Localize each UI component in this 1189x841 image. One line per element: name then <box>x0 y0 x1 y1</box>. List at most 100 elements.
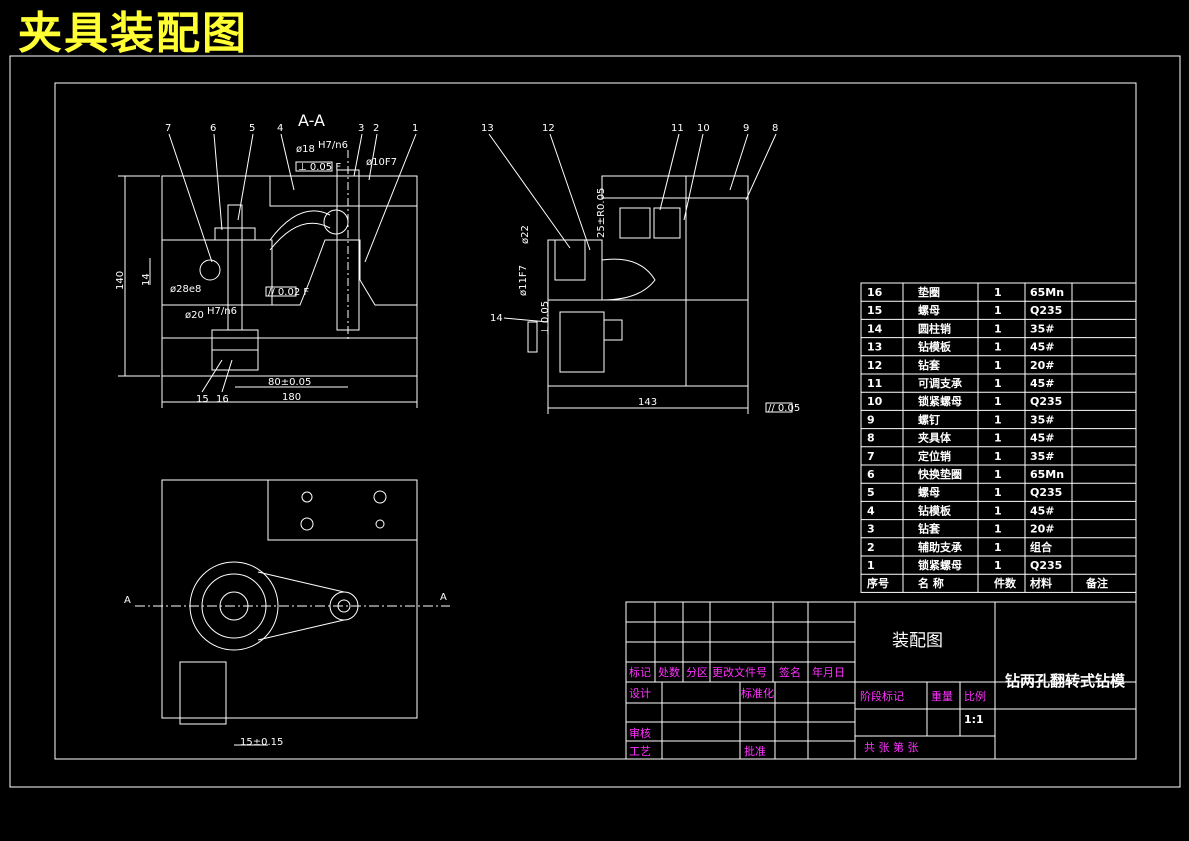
tb-stage: 阶段标记 <box>860 689 904 703</box>
svg-text:11: 11 <box>671 123 684 134</box>
parts-cell: 45# <box>1030 377 1055 390</box>
parts-cell: 1 <box>994 468 1002 481</box>
parts-cell: 组合 <box>1030 540 1053 554</box>
parts-cell: 4 <box>867 504 875 517</box>
parts-cell: 螺母 <box>918 485 940 499</box>
parts-cell: Q235 <box>1030 486 1062 499</box>
parts-cell: 快换垫圈 <box>917 467 962 481</box>
parts-cell: 65Mn <box>1030 468 1064 481</box>
parts-cell: 1 <box>994 413 1002 426</box>
parts-cell: 辅助支承 <box>918 540 963 554</box>
parts-cell: 钻模板 <box>918 340 952 354</box>
tb-sheets: 共 张 第 张 <box>864 740 919 754</box>
parts-cell: Q235 <box>1030 395 1062 408</box>
parts-cell: 12 <box>867 359 882 372</box>
parts-cell: 1 <box>994 377 1002 390</box>
balloons-mid: 13 12 11 10 9 8 14 <box>481 123 778 324</box>
parts-cell: 1 <box>994 450 1002 463</box>
tol-box-4: ⊥ 0.05 <box>540 301 551 335</box>
dim-140: 140 <box>115 271 126 290</box>
parts-cell: 螺钉 <box>918 412 940 426</box>
tb-scale-label: 比例 <box>964 689 986 703</box>
parts-cell: 1 <box>994 341 1002 354</box>
svg-text:7: 7 <box>165 123 171 134</box>
svg-text:4: 4 <box>277 123 283 134</box>
parts-cell: 9 <box>867 413 875 426</box>
title-block: 标记 处数 分区 更改文件号 签名 年月日 设计 标准化 审核 工艺 批准 装配… <box>625 601 1137 760</box>
svg-text:14: 14 <box>490 313 503 324</box>
parts-cell: 8 <box>867 432 875 445</box>
parts-cell: 14 <box>867 322 883 335</box>
dim-d10: ø10F7 <box>366 157 397 168</box>
parts-cell: 1 <box>994 504 1002 517</box>
parts-cell: 1 <box>994 286 1002 299</box>
dim-d22: ø22 <box>520 225 531 244</box>
parts-cell: 锁紧螺母 <box>918 558 962 572</box>
tol-box-2: // 0.02 F <box>268 287 309 298</box>
parts-cell: 15 <box>867 304 882 317</box>
tb-design: 设计 <box>629 687 651 700</box>
balloons-left: 7 6 5 4 3 2 1 15 16 <box>165 123 418 405</box>
parts-cell: 1 <box>994 486 1002 499</box>
dim-d20: ø20 <box>185 310 204 321</box>
parts-cell: 1 <box>994 559 1002 572</box>
section-marker-right: A <box>440 592 447 603</box>
svg-text:8: 8 <box>772 123 778 134</box>
tb-approve: 批准 <box>744 744 766 758</box>
parts-cell: Q235 <box>1030 304 1062 317</box>
parts-cell: Q235 <box>1030 559 1062 572</box>
parts-cell: 1 <box>994 359 1002 372</box>
parts-cell: 1 <box>994 523 1002 536</box>
parts-cell: 可调支承 <box>918 376 963 390</box>
parts-cell: 10 <box>867 395 883 408</box>
tb-check: 审核 <box>629 726 651 740</box>
parts-cell: 1 <box>994 395 1002 408</box>
rev-h0: 标记 <box>629 665 651 679</box>
tb-weight: 重量 <box>931 689 953 703</box>
dim-d28: ø28e8 <box>170 284 201 295</box>
parts-cell: 45# <box>1030 504 1055 517</box>
parts-cell: 5 <box>867 486 875 499</box>
dim-d18-fit: H7/n6 <box>318 140 348 151</box>
svg-text:1: 1 <box>412 123 418 134</box>
dim-d18: ø18 <box>296 144 315 155</box>
side-view: 143 // 0.05 ø22 ø11F7 25±R0.05 ⊥ 0.05 13… <box>481 123 800 414</box>
section-view-a-a: A-A 140 14 180 80±0.05 ø18 H7/n <box>115 111 418 408</box>
parts-cell: 20# <box>1030 359 1055 372</box>
parts-cell: 1 <box>994 541 1002 554</box>
parts-cell: 夹具体 <box>918 431 952 445</box>
parts-cell: 钻模板 <box>918 503 952 517</box>
parts-cell: 45# <box>1030 432 1055 445</box>
parts-cell: 1 <box>994 304 1002 317</box>
svg-text:10: 10 <box>697 123 710 134</box>
parts-cell: 7 <box>867 450 875 463</box>
tb-drawing-name: 钻两孔翻转式钻模 <box>1005 672 1126 690</box>
sheet-title: 夹具装配图 <box>18 8 248 59</box>
tb-process: 工艺 <box>629 745 651 758</box>
parts-cell: 45# <box>1030 341 1055 354</box>
svg-text:15: 15 <box>196 394 209 405</box>
svg-text:2: 2 <box>373 123 379 134</box>
top-view: A A 15±0.15 <box>124 479 450 748</box>
parts-header: 备注 <box>1085 576 1108 590</box>
parts-cell: 2 <box>867 541 875 554</box>
parts-cell: 35# <box>1030 322 1055 335</box>
rev-h5: 年月日 <box>812 665 845 679</box>
parts-cell: 锁紧螺母 <box>918 394 962 408</box>
tb-drawing-type: 装配图 <box>892 631 943 651</box>
svg-text:9: 9 <box>743 123 749 134</box>
svg-text:16: 16 <box>216 394 229 405</box>
outer-frame <box>9 55 1181 788</box>
rev-h2: 分区 <box>686 666 708 679</box>
dim-r25: 25±R0.05 <box>596 188 607 238</box>
section-marker-left: A <box>124 595 131 606</box>
parts-cell: 1 <box>867 559 875 572</box>
parts-cell: 13 <box>867 341 882 354</box>
parts-cell: 16 <box>867 286 883 299</box>
tb-standard: 标准化 <box>741 686 774 700</box>
parts-cell: 65Mn <box>1030 286 1064 299</box>
rev-h1: 处数 <box>658 666 680 679</box>
rev-h4: 签名 <box>779 665 801 679</box>
parts-cell: 螺母 <box>918 303 940 317</box>
svg-text:12: 12 <box>542 123 555 134</box>
